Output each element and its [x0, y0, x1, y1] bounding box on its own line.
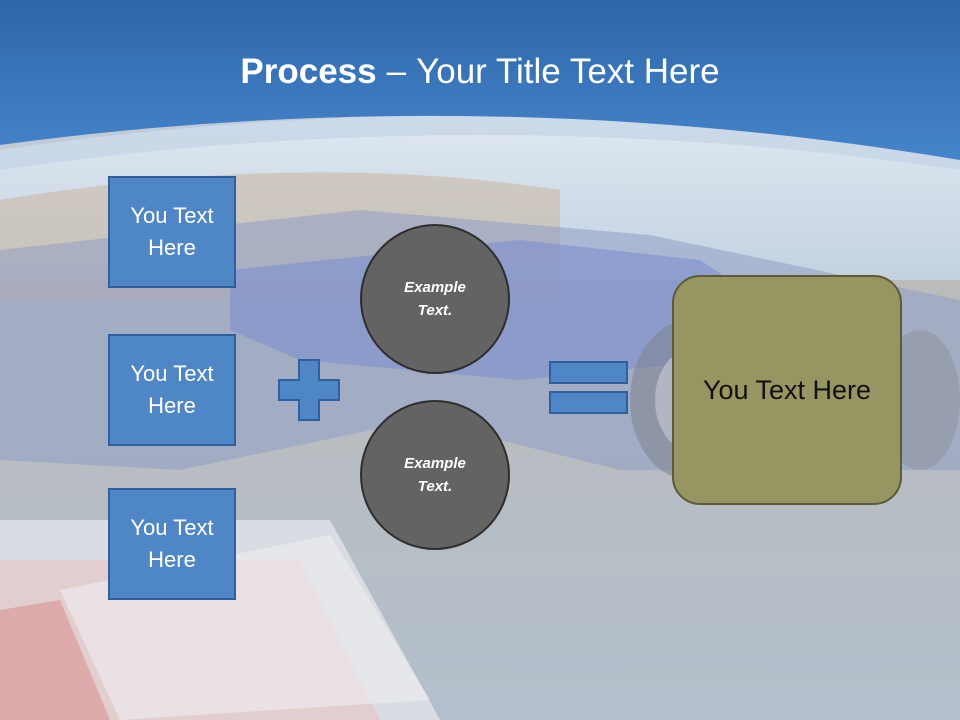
input-box-label: You Text Here — [130, 515, 214, 572]
plus-icon — [278, 359, 340, 421]
input-box-label: You Text Here — [130, 203, 214, 260]
example-circle-1: Example Text. — [360, 224, 510, 374]
input-box-label: You Text Here — [130, 361, 214, 418]
example-circle-label: Example Text. — [404, 279, 466, 319]
title-dash: – — [386, 52, 407, 91]
title-rest: Your Title Text Here — [416, 52, 720, 91]
title-bold: Process — [240, 52, 377, 91]
example-circle-label: Example Text. — [404, 455, 466, 495]
result-box: You Text Here — [672, 275, 902, 505]
slide-title: Process–Your Title Text Here — [0, 52, 960, 92]
input-box-1: You Text Here — [108, 176, 236, 288]
result-label: You Text Here — [702, 374, 872, 405]
example-circle-2: Example Text. — [360, 400, 510, 550]
input-box-2: You Text Here — [108, 334, 236, 446]
equals-icon — [549, 361, 628, 414]
input-box-3: You Text Here — [108, 488, 236, 600]
